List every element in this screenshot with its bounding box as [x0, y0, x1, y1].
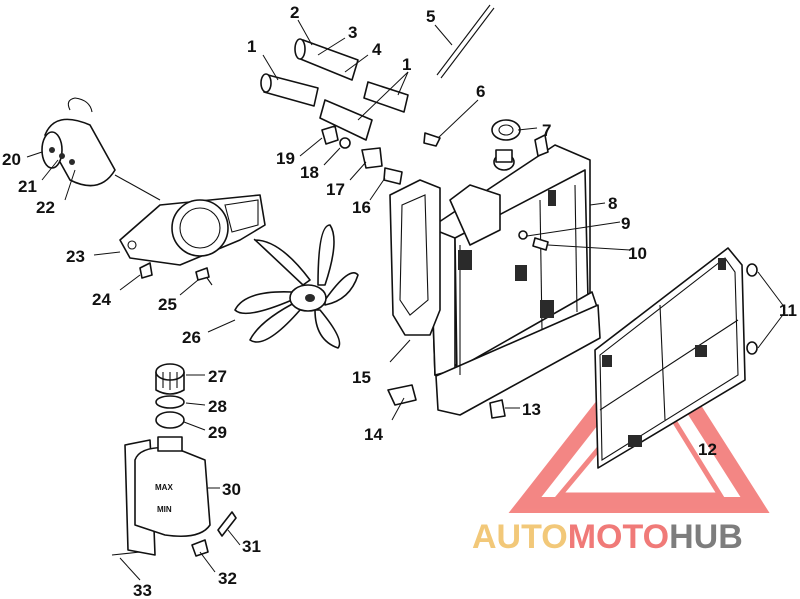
- leader-lines: [26, 19, 786, 581]
- expansion-tank: MAX MIN: [111, 363, 237, 557]
- callout-8: 8: [608, 194, 617, 213]
- callout-13: 13: [522, 400, 541, 419]
- callout-31: 31: [242, 537, 261, 556]
- callout-32: 32: [218, 569, 237, 588]
- callout-11: 11: [779, 301, 797, 320]
- callout-1b: 1: [402, 55, 411, 74]
- callout-20: 20: [2, 150, 21, 169]
- callout-21: 21: [18, 177, 37, 196]
- callout-23: 23: [66, 247, 85, 266]
- watermark-text: AUTOMOTOHUB: [472, 518, 743, 556]
- callout-12: 12: [698, 440, 717, 459]
- callout-17: 17: [326, 180, 345, 199]
- callout-10: 10: [628, 244, 647, 263]
- callout-2: 2: [290, 3, 299, 22]
- watermark-part-moto: MOTO: [568, 518, 669, 556]
- callout-29: 29: [208, 423, 227, 442]
- callout-6: 6: [476, 82, 485, 101]
- callout-labels: 1 1 2 3 4 5 6 7 8 9 10 11 12 13 14 15 16…: [2, 3, 797, 599]
- hoses: [260, 4, 495, 141]
- callout-24: 24: [92, 290, 111, 309]
- watermark-auto: AUTOMOTOHUB: [472, 518, 743, 556]
- callout-1: 1: [247, 37, 256, 56]
- callout-15: 15: [352, 368, 371, 387]
- callout-16: 16: [352, 198, 371, 217]
- callout-18: 18: [300, 163, 319, 182]
- fan-shroud: [389, 179, 441, 336]
- callout-7: 7: [542, 121, 551, 140]
- callout-25: 25: [158, 295, 177, 314]
- callout-9: 9: [621, 214, 630, 233]
- fan-motor: [41, 97, 161, 201]
- hardware: [139, 125, 549, 419]
- watermark-part-hub: HUB: [669, 518, 743, 556]
- callout-22: 22: [36, 198, 55, 217]
- watermark-part-auto: AUTO: [472, 518, 568, 556]
- callout-30: 30: [222, 480, 241, 499]
- callout-27: 27: [208, 367, 227, 386]
- callout-3: 3: [348, 23, 357, 42]
- tank-min-marking: MIN: [157, 505, 172, 514]
- callout-33: 33: [133, 581, 152, 599]
- callout-19: 19: [276, 149, 295, 168]
- radiator-cap: [491, 119, 521, 171]
- callout-4: 4: [372, 40, 382, 59]
- tank-max-marking: MAX: [155, 483, 173, 492]
- callout-14: 14: [364, 425, 383, 444]
- callout-28: 28: [208, 397, 227, 416]
- radiator: [429, 134, 601, 416]
- motor-bracket: [119, 194, 266, 266]
- grille-screen: [594, 247, 758, 469]
- fan: [234, 224, 359, 349]
- callout-26: 26: [182, 328, 201, 347]
- callout-5: 5: [426, 7, 435, 26]
